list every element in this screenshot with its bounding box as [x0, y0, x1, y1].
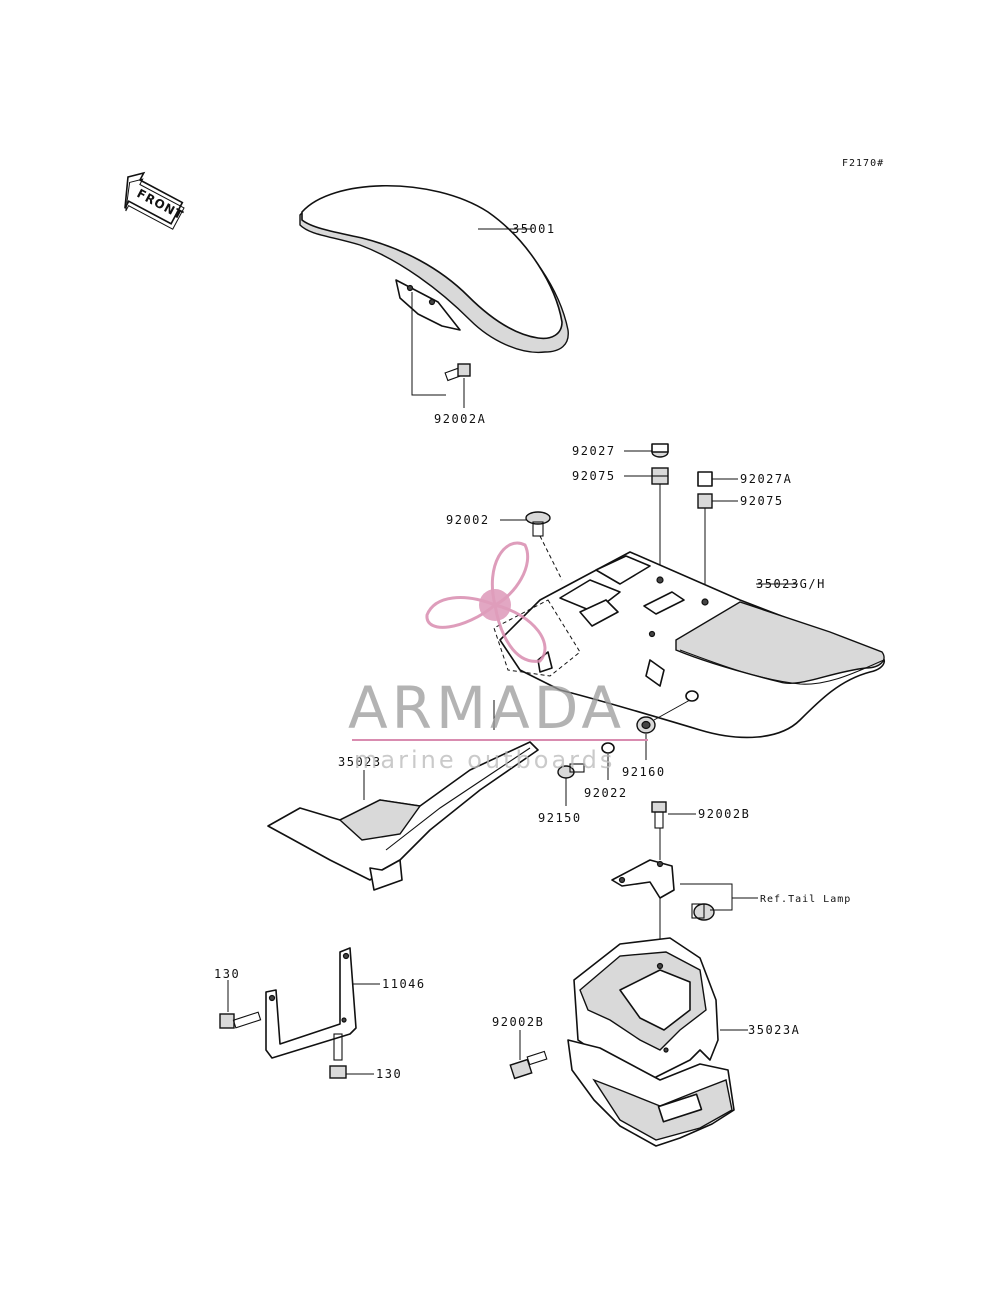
tail-lamp-grommet [691, 903, 715, 921]
label-92027A: 92027A [740, 472, 792, 486]
bolt-130-bottom [329, 1033, 347, 1079]
damper-92027 [651, 443, 669, 458]
bolt-92002 [525, 511, 551, 537]
rear-flap-35023A [567, 937, 735, 1147]
label-35023A: 35023A [748, 1023, 800, 1037]
label-92002B-b: 92002B [492, 1015, 544, 1029]
label-92075-a: 92075 [572, 469, 616, 483]
rear-fender [499, 551, 886, 739]
label-130-a: 130 [214, 967, 240, 981]
watermark-tagline: marine outboards [354, 746, 615, 774]
ref-tail-lamp: Ref.Tail Lamp [760, 894, 851, 905]
grommet-92160 [636, 716, 656, 734]
label-92022: 92022 [584, 786, 628, 800]
collar-92075 [651, 467, 669, 485]
front-arrow-icon: FRONT [124, 171, 186, 230]
armada-logo-icon [425, 541, 547, 663]
front-fender [299, 185, 569, 354]
label-92075-b: 92075 [740, 494, 784, 508]
bolt-icon [444, 363, 471, 382]
label-130-b: 130 [376, 1067, 402, 1081]
label-11046: 11046 [382, 977, 426, 991]
label-35023GH: 35023G/H [756, 577, 826, 591]
bolt-130-left [219, 1011, 262, 1029]
watermark-brand: ARMADA [348, 674, 625, 742]
washer-92022 [601, 742, 615, 754]
label-35001: 35001 [512, 222, 556, 236]
flap-35023 [267, 741, 539, 891]
figure-code: F2170# [842, 158, 884, 169]
label-92150: 92150 [538, 811, 582, 825]
bolt-92002B-lower [509, 1050, 548, 1080]
collar-92075-right [697, 493, 713, 509]
label-92002A: 92002A [434, 412, 486, 426]
bolt-92002B [651, 801, 667, 829]
label-92027: 92027 [572, 444, 616, 458]
damper-92027A [697, 471, 713, 487]
label-92160: 92160 [622, 765, 666, 779]
label-35023: 35023 [338, 755, 382, 769]
label-92002B-a: 92002B [698, 807, 750, 821]
label-92002: 92002 [446, 513, 490, 527]
tail-lamp-bracket [611, 859, 675, 899]
bracket-11046 [265, 947, 357, 1059]
